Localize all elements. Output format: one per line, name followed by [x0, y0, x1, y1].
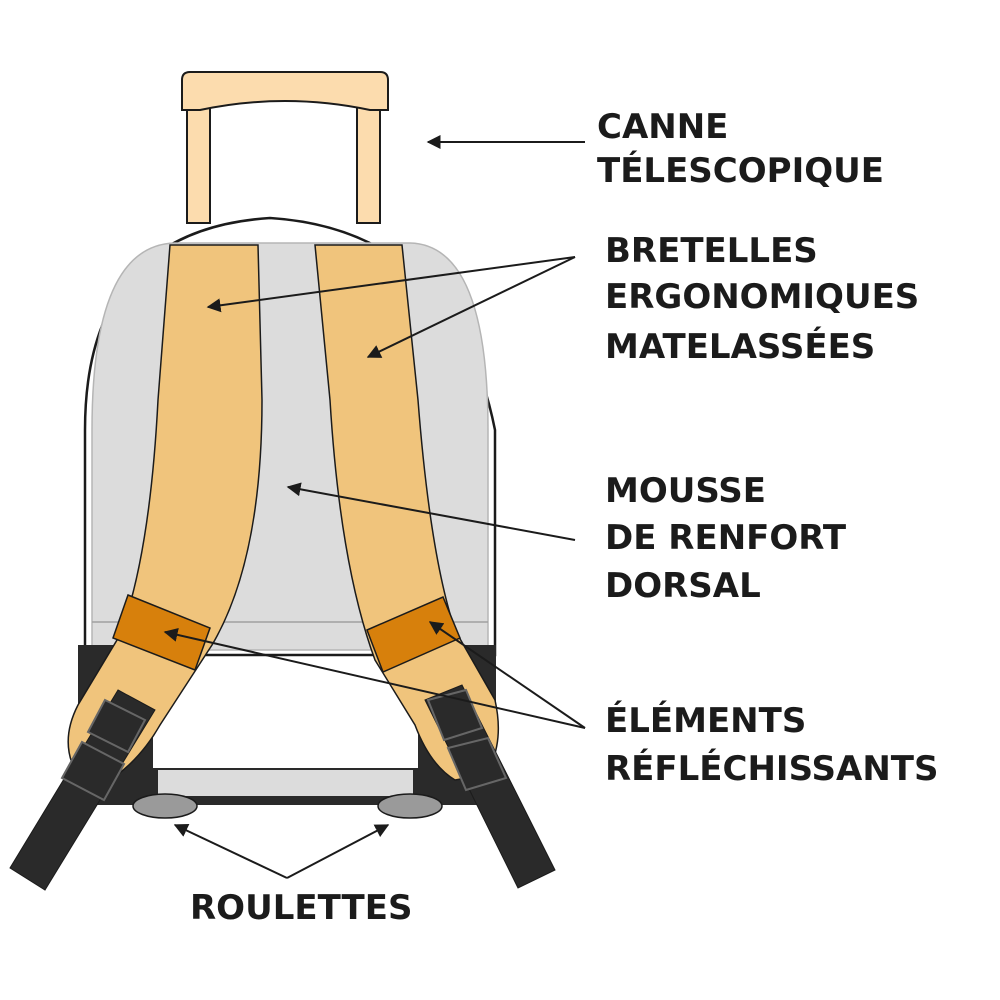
label-reflective: ÉLÉMENTS RÉFLÉCHISSANTS: [605, 700, 938, 789]
label-foam: MOUSSE DE RENFORT DORSAL: [605, 471, 858, 606]
arrow-icon: [286, 482, 576, 541]
left-buckle-icon: [9, 689, 156, 891]
label-handle: CANNE TÉLESCOPIQUE: [597, 107, 884, 191]
telescopic-handle: [181, 71, 389, 224]
wheel-icon: [377, 793, 443, 819]
arrow-icon: [428, 621, 586, 729]
arrow-icon: [366, 256, 576, 358]
label-wheels: ROULETTES: [190, 888, 412, 928]
arrow-icon: [163, 627, 586, 729]
wheel-icon: [132, 793, 198, 819]
label-straps: BRETELLES ERGONOMIQUES MATELASSÉES: [605, 231, 931, 367]
right-buckle-icon: [424, 684, 556, 889]
right-reflective-band: [366, 596, 461, 674]
arrow-icon: [286, 824, 390, 879]
left-reflective-band: [112, 594, 211, 671]
arrow-icon: [206, 256, 576, 313]
arrow-icon: [173, 824, 288, 879]
